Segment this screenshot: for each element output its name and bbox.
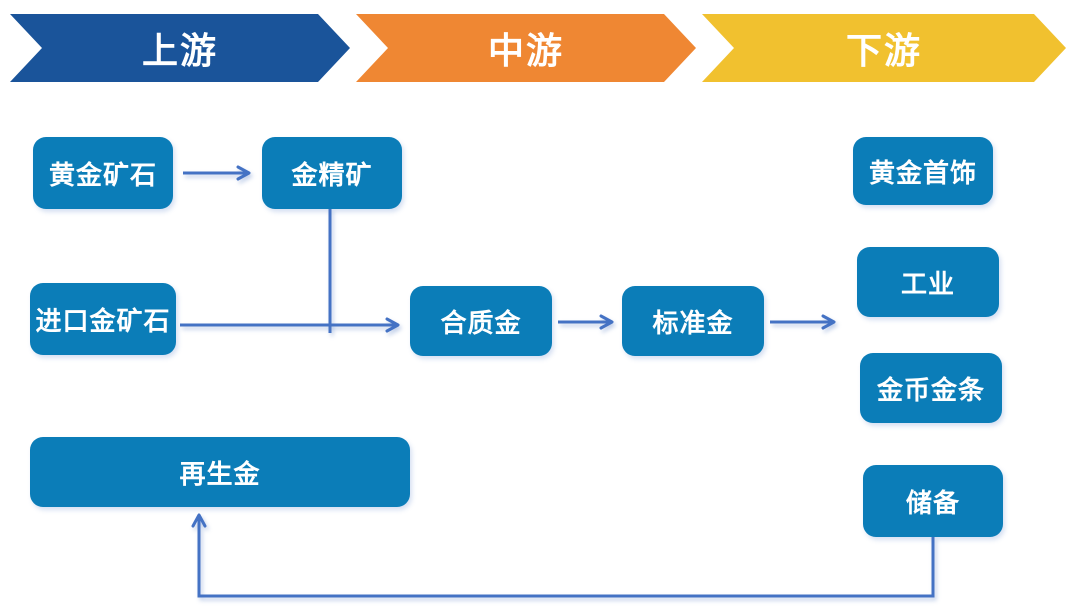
node-gold-concentrate: 金精矿 [262, 137, 402, 209]
node-industry: 工业 [857, 247, 999, 317]
node-imported-gold-ore: 进口金矿石 [30, 283, 176, 355]
node-gold-ore: 黄金矿石 [33, 137, 173, 209]
node-recycled-gold: 再生金 [30, 437, 410, 507]
connector-reserves-to-recycledgold [191, 513, 935, 598]
banner-midstream: 中游 [356, 14, 696, 82]
node-standard-gold: 标准金 [622, 286, 764, 356]
node-gold-jewelry: 黄金首饰 [853, 137, 993, 205]
node-gold-coins-bars: 金币金条 [860, 353, 1002, 423]
banner-downstream: 下游 [702, 14, 1066, 82]
node-alloy-gold: 合质金 [410, 286, 552, 356]
node-reserves: 储备 [863, 465, 1003, 537]
banner-upstream: 上游 [10, 14, 350, 82]
